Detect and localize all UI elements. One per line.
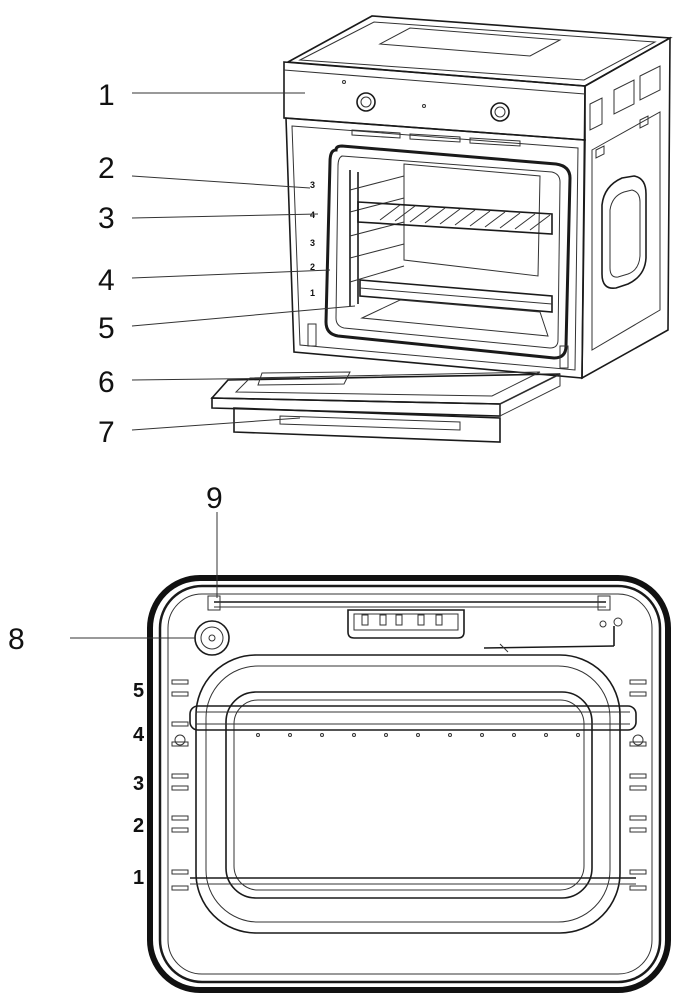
svg-text:3: 3 — [310, 180, 315, 190]
shelf-level-4: 4 — [133, 724, 145, 746]
shelf-level-1: 1 — [133, 867, 144, 889]
lower-callouts: 8 9 5 4 3 2 1 — [8, 482, 223, 889]
callout-1: 1 — [98, 79, 115, 112]
callout-5: 5 — [98, 312, 115, 345]
rail-rivets — [256, 733, 580, 737]
callout-3: 3 — [98, 202, 115, 235]
svg-text:4: 4 — [310, 210, 315, 220]
svg-text:2: 2 — [310, 262, 315, 272]
svg-text:1: 1 — [310, 288, 315, 298]
callout-9: 9 — [206, 482, 223, 515]
callout-4: 4 — [98, 264, 115, 297]
svg-text:3: 3 — [310, 238, 315, 248]
right-runners — [629, 679, 647, 891]
oven-cavity-front-view — [147, 575, 671, 993]
callout-8: 8 — [8, 623, 25, 656]
left-runners — [171, 679, 189, 891]
oven-perspective-view: 3 4 3 2 1 — [210, 15, 673, 443]
upper-callouts: 1 2 3 4 5 6 7 — [98, 79, 356, 449]
shelf-level-5: 5 — [133, 680, 144, 702]
callout-7: 7 — [98, 416, 115, 449]
shelf-level-2: 2 — [133, 815, 144, 837]
shelf-level-3: 3 — [133, 773, 144, 795]
callout-6: 6 — [98, 366, 115, 399]
callout-2: 2 — [98, 152, 115, 185]
